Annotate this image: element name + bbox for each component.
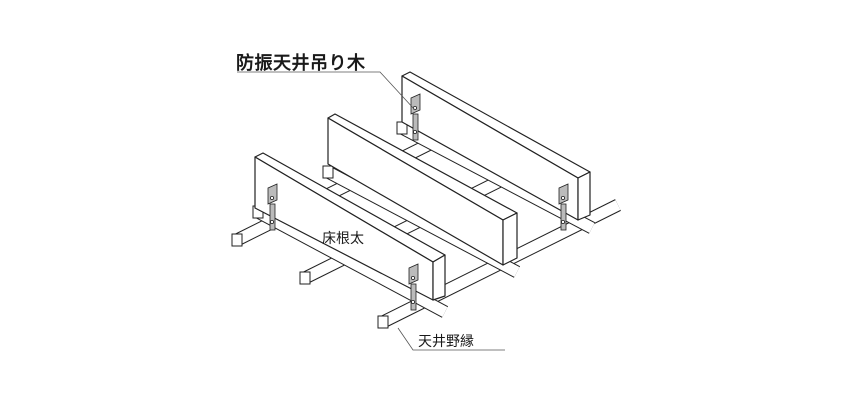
furring-runner xyxy=(396,121,596,234)
floor-joist-board xyxy=(254,152,446,301)
leader-lines xyxy=(237,71,505,351)
floor-joist-board xyxy=(401,71,591,221)
furring-leader-line xyxy=(397,327,505,351)
floor-joist-board xyxy=(327,113,518,266)
ceiling-furring-label: 天井野縁 xyxy=(418,334,474,350)
floor-joists xyxy=(254,71,591,301)
hanger-label: 防振天井吊り木 xyxy=(236,53,366,74)
floor-joist-label: 床根太 xyxy=(322,231,364,247)
hanger-bracket xyxy=(408,263,419,311)
hanger-bracket xyxy=(558,183,569,231)
hanger-bracket xyxy=(410,93,421,141)
hanger-bracket xyxy=(267,183,278,231)
hanger-brackets xyxy=(267,93,569,311)
hanger-leader-line xyxy=(237,71,416,111)
